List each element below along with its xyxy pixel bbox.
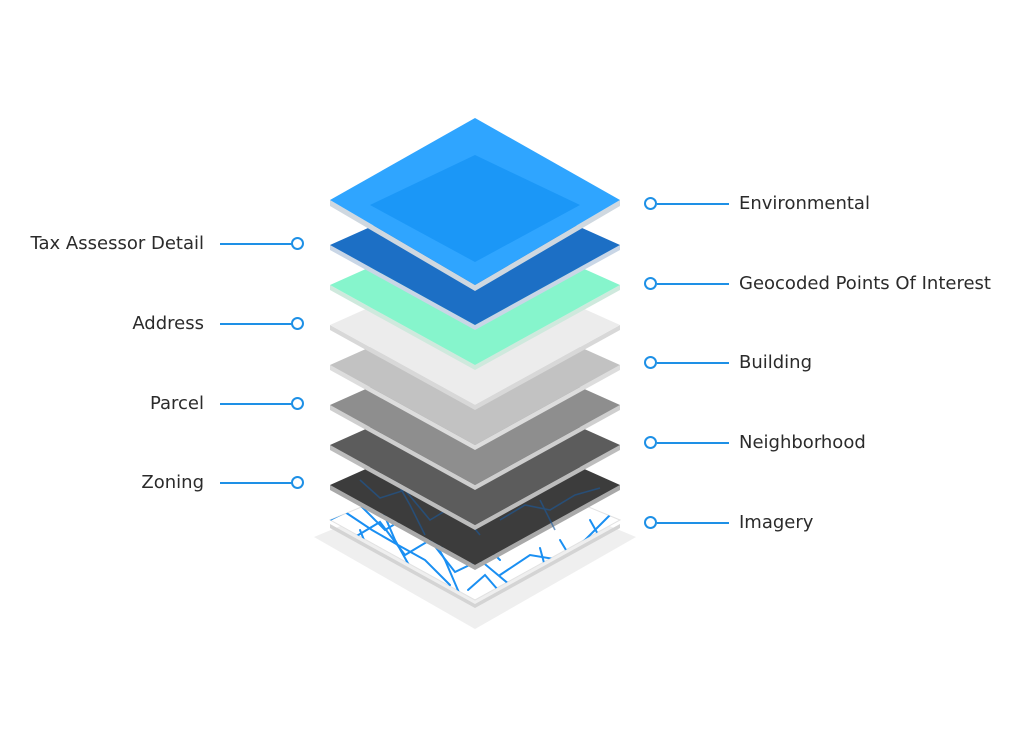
layer-environmental [330,118,620,291]
connector-dot-zoning [291,476,304,489]
connector-dot-imagery [644,516,657,529]
connector-building [657,362,729,364]
label-geocoded-points-of-interest: Geocoded Points Of Interest [739,273,991,294]
label-environmental: Environmental [739,193,870,214]
connector-zoning [220,482,292,484]
connector-dot-neighborhood [644,436,657,449]
connector-dot-building [644,356,657,369]
label-parcel: Parcel [149,393,204,414]
connector-neighborhood [657,442,729,444]
connector-environmental [657,203,729,205]
label-imagery: Imagery [739,512,814,533]
connector-dot-address [291,317,304,330]
label-address: Address [132,313,204,334]
connector-dot-tax-assessor-detail [291,237,304,250]
connector-dot-environmental [644,197,657,210]
connector-dot-geocoded-poi [644,277,657,290]
connector-parcel [220,403,292,405]
connector-imagery [657,522,729,524]
connector-tax-assessor-detail [220,243,292,245]
label-tax-assessor-detail: Tax Assessor Detail [30,233,204,254]
connector-address [220,323,292,325]
connector-dot-parcel [291,397,304,410]
label-zoning: Zoning [141,472,204,493]
connector-geocoded-poi [657,283,729,285]
label-neighborhood: Neighborhood [739,432,866,453]
label-building: Building [739,352,813,373]
